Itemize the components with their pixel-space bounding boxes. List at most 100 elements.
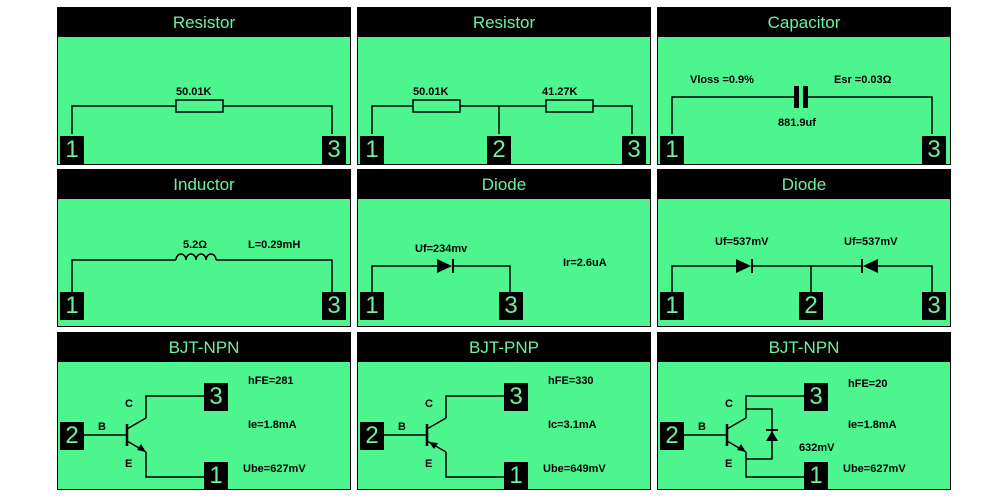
panel-title: BJT-NPN bbox=[658, 333, 950, 362]
panel-resistor-2: Resistor 50.01K 41.27K 1 2 3 bbox=[357, 7, 651, 165]
screen-area: Uf=234mv Ir=2.6uA 1 3 bbox=[358, 199, 650, 326]
collector-label: C bbox=[125, 398, 133, 410]
hfe-value: hFE=20 bbox=[848, 378, 888, 390]
emitter-arrow bbox=[737, 444, 746, 452]
pin-2: 2 bbox=[660, 422, 684, 450]
inductance-value: L=0.29mH bbox=[248, 239, 301, 251]
pin-1: 1 bbox=[660, 292, 684, 320]
diode-triangle bbox=[437, 259, 452, 273]
screen-area: 50.01K 1 3 bbox=[58, 37, 350, 164]
screen-area: Uf=537mV Uf=537mV 1 2 3 bbox=[658, 199, 950, 326]
pin-3: 3 bbox=[322, 292, 346, 320]
pin-3: 3 bbox=[622, 136, 646, 164]
screen-area: Vloss =0.9% Esr =0.03Ω 881.9uf 1 3 bbox=[658, 37, 950, 164]
emitter-label: E bbox=[125, 458, 133, 470]
resistance-value-left: 50.01K bbox=[413, 86, 449, 98]
circuit-diagram bbox=[371, 99, 633, 134]
base-label: B bbox=[98, 421, 106, 433]
capacitor-plate-left bbox=[794, 86, 799, 108]
circuit-diagram bbox=[84, 395, 204, 478]
ube-value: Ube=627mV bbox=[843, 463, 906, 475]
pin-1: 1 bbox=[204, 462, 228, 489]
pin-1: 1 bbox=[360, 136, 384, 164]
screen-area: 50.01K 41.27K 1 2 3 bbox=[358, 37, 650, 164]
panel-title: Resistor bbox=[58, 8, 350, 37]
screen-area: 5.2Ω L=0.29mH 1 3 bbox=[58, 199, 350, 326]
pin-2: 2 bbox=[487, 136, 511, 164]
emitter-current: Ie=1.8mA bbox=[848, 419, 897, 431]
pin-1: 1 bbox=[360, 292, 384, 320]
diode-triangle-right bbox=[863, 259, 878, 273]
panel-title: BJT-PNP bbox=[358, 333, 650, 362]
esr-value: Esr =0.03Ω bbox=[834, 74, 892, 86]
collector-current: Ic=3.1mA bbox=[548, 419, 597, 431]
pin-1: 1 bbox=[60, 292, 84, 320]
pin-3: 3 bbox=[922, 292, 946, 320]
panel-inductor: Inductor 5.2Ω L=0.29mH 1 3 bbox=[57, 169, 351, 327]
screen-area: B C E hFE=281 Ie=1.8mA Ube=627mV 2 3 1 bbox=[58, 362, 350, 489]
protection-diode-triangle bbox=[766, 431, 778, 441]
pin-2: 2 bbox=[799, 292, 823, 320]
panel-bjt-npn-1: BJT-NPN B C E hFE=281 Ie=1.8mA Ube=627mV… bbox=[57, 332, 351, 490]
hfe-value: hFE=281 bbox=[248, 375, 294, 387]
inductor-coil bbox=[175, 253, 217, 261]
circuit-diagram bbox=[71, 99, 333, 134]
emitter-arrow bbox=[137, 444, 146, 452]
circuit-diagram bbox=[71, 253, 333, 296]
pin-3: 3 bbox=[322, 136, 346, 164]
emitter-current: Ie=1.8mA bbox=[248, 419, 297, 431]
circuit-diagram bbox=[671, 259, 933, 296]
circuit-diagram bbox=[671, 86, 933, 134]
capacitance-value: 881.9uf bbox=[778, 117, 816, 129]
panel-resistor-1: Resistor 50.01K 1 3 bbox=[57, 7, 351, 165]
screen-area: B C E hFE=20 Ie=1.8mA 632mV Ube=627mV 2 … bbox=[658, 362, 950, 489]
diode-triangle-left bbox=[736, 259, 751, 273]
collector-label: C bbox=[425, 398, 433, 410]
emitter-label: E bbox=[425, 458, 433, 470]
pin-2: 2 bbox=[360, 422, 384, 450]
pin-1: 1 bbox=[504, 462, 528, 489]
pin-2: 2 bbox=[60, 422, 84, 450]
vloss-value: Vloss =0.9% bbox=[690, 74, 754, 86]
pin-1: 1 bbox=[804, 462, 828, 489]
pin-3: 3 bbox=[804, 383, 828, 411]
panel-title: Inductor bbox=[58, 170, 350, 199]
screen-area: B C E hFE=330 Ic=3.1mA Ube=649mV 2 3 1 bbox=[358, 362, 650, 489]
panel-title: Diode bbox=[358, 170, 650, 199]
forward-voltage-right: Uf=537mV bbox=[844, 236, 898, 248]
emitter-arrow bbox=[429, 442, 438, 449]
ube-value: Ube=649mV bbox=[543, 463, 606, 475]
resistance-value: 50.01K bbox=[176, 86, 212, 98]
circuit-diagram bbox=[371, 259, 511, 296]
circuit-diagram bbox=[684, 395, 804, 478]
base-label: B bbox=[398, 421, 406, 433]
pin-1: 1 bbox=[60, 136, 84, 164]
panel-title: Diode bbox=[658, 170, 950, 199]
resistance-value-right: 41.27K bbox=[542, 86, 578, 98]
ube-value: Ube=627mV bbox=[243, 463, 306, 475]
panel-bjt-pnp: BJT-PNP B C E hFE=330 Ic=3.1mA Ube=649mV… bbox=[357, 332, 651, 490]
reverse-current: Ir=2.6uA bbox=[563, 257, 607, 269]
collector-label: C bbox=[725, 398, 733, 410]
panel-capacitor: Capacitor Vloss =0.9% Esr =0.03Ω 881.9uf… bbox=[657, 7, 951, 165]
resistor-symbol bbox=[175, 99, 224, 113]
panel-diode-2: Diode Uf=537mV Uf=537mV 1 2 3 bbox=[657, 169, 951, 327]
resistor-symbol-right bbox=[545, 99, 594, 113]
diode-voltage: 632mV bbox=[799, 442, 835, 454]
panel-title: BJT-NPN bbox=[58, 333, 350, 362]
panel-bjt-npn-2: BJT-NPN B C E hFE=20 Ie=1.8mA 632mV Ube=… bbox=[657, 332, 951, 490]
circuit-diagram bbox=[384, 395, 504, 478]
panel-diode-1: Diode Uf=234mv Ir=2.6uA 1 3 bbox=[357, 169, 651, 327]
emitter-label: E bbox=[725, 458, 733, 470]
pin-3: 3 bbox=[499, 292, 523, 320]
pin-1: 1 bbox=[660, 136, 684, 164]
pin-3: 3 bbox=[204, 383, 228, 411]
panel-title: Capacitor bbox=[658, 8, 950, 37]
hfe-value: hFE=330 bbox=[548, 375, 594, 387]
panel-title: Resistor bbox=[358, 8, 650, 37]
resistor-symbol-left bbox=[412, 99, 461, 113]
capacitor-plate-right bbox=[803, 86, 808, 108]
pin-3: 3 bbox=[504, 383, 528, 411]
forward-voltage: Uf=234mv bbox=[415, 243, 468, 255]
base-label: B bbox=[698, 421, 706, 433]
